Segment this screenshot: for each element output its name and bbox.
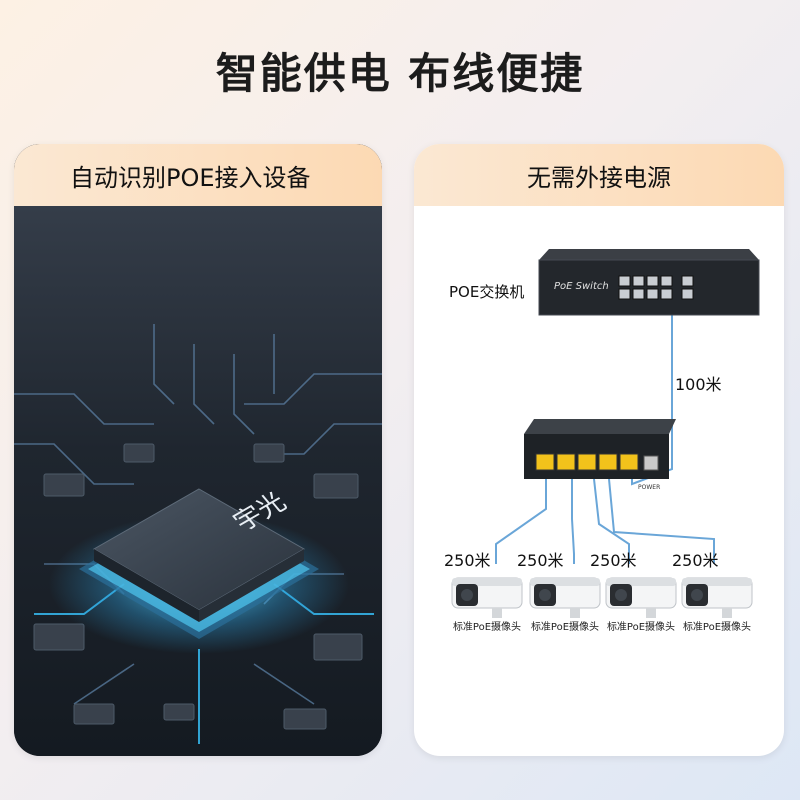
camera-label: 标准PoE摄像头 (606, 622, 676, 633)
switch-ports (618, 275, 694, 300)
processor-chip (79, 488, 319, 639)
splitter-ports (535, 453, 639, 471)
camera-distance-label: 250米 (672, 551, 719, 570)
poe-switch-device: PoE Switch (538, 249, 760, 316)
camera-distance-label: 250米 (517, 551, 564, 570)
chip-feature-card: 自动识别POE接入设备 (14, 144, 382, 756)
poe-switch-label: POE交换机 (449, 283, 525, 301)
left-card-header: 自动识别POE接入设备 (14, 144, 382, 206)
uplink-distance-label: 100米 (675, 375, 722, 394)
camera-distance-label: 250米 (444, 551, 491, 570)
camera-1 (451, 577, 523, 618)
camera-2 (529, 577, 601, 618)
camera-label: 标准PoE摄像头 (682, 622, 752, 633)
camera-3 (605, 577, 677, 618)
switch-brand-label: PoE Switch (554, 281, 609, 292)
camera-label: 标准PoE摄像头 (452, 622, 522, 633)
page-title: 智能供电 布线便捷 (215, 49, 585, 98)
poe-diagram-card: 无需外接电源 PoE Switch (414, 144, 784, 756)
camera-distance-label: 250米 (590, 551, 637, 570)
circuit-components (33, 443, 363, 730)
poe-topology-diagram: PoE Switch (451, 249, 760, 618)
right-card-header: 无需外接电源 (414, 144, 784, 206)
splitter-power-label: POWER (638, 484, 660, 491)
poe-splitter-device: POWER (524, 419, 676, 491)
camera-4 (681, 577, 753, 618)
circuit-chip-illustration: 宇光 (14, 144, 382, 756)
camera-label: 标准PoE摄像头 (530, 622, 600, 633)
